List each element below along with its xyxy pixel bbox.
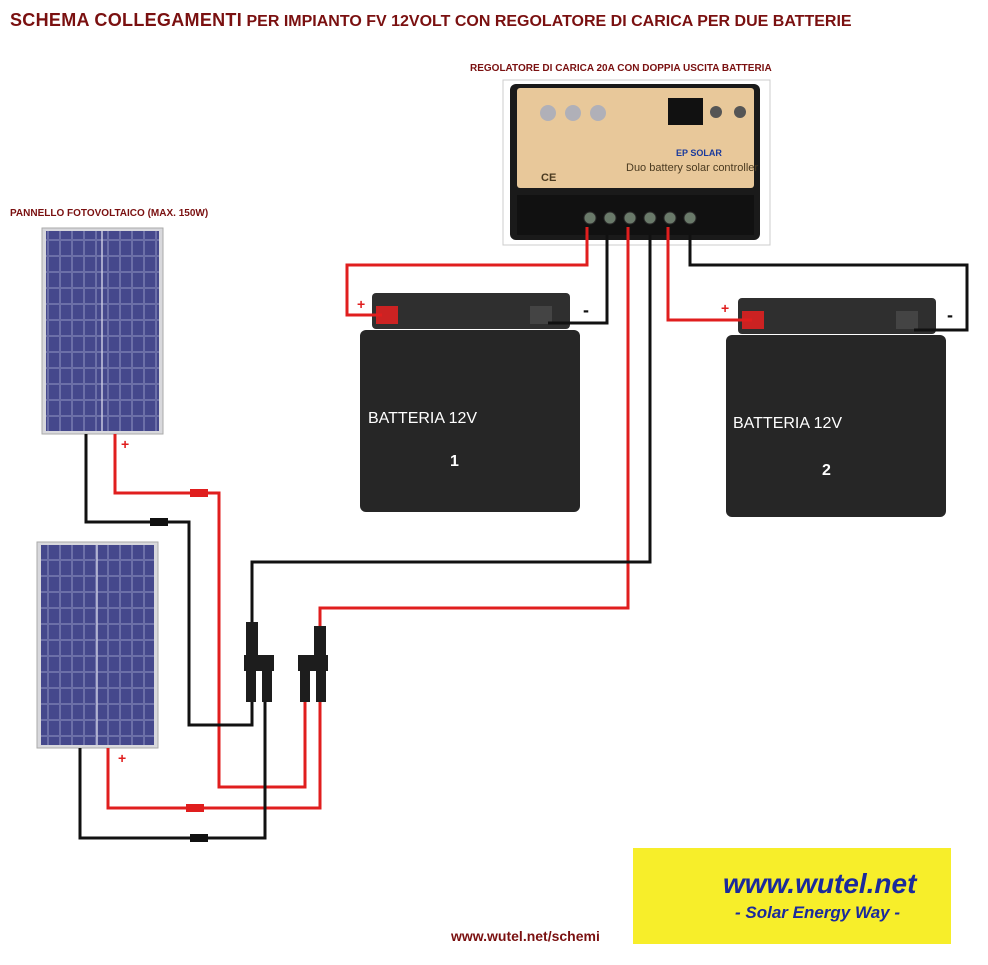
battery-1-number: 1 — [450, 453, 459, 470]
panel-1-plus: + — [121, 436, 130, 452]
title-part1: SCHEMA COLLEGAMENTI — [10, 10, 243, 30]
ep-solar-logo: EP SOLAR — [676, 148, 722, 158]
title-part2: PER IMPIANTO FV 12VOLT CON REGOLATORE DI… — [246, 13, 852, 30]
solar-panel-1 — [41, 227, 164, 435]
mc4-branch-connectors — [244, 622, 328, 702]
panel-wiring — [78, 227, 652, 840]
mc4-inline-connectors — [150, 489, 208, 842]
battery-2 — [726, 298, 946, 517]
battery-wiring — [345, 227, 969, 332]
panel-2-plus: + — [118, 750, 127, 766]
controller-ce-mark: CE — [541, 172, 557, 184]
controller-device-text: Duo battery solar controller — [626, 162, 759, 174]
battery-2-name: BATTERIA 12V — [733, 415, 843, 432]
logo-tagline: - Solar Energy Way - — [735, 903, 901, 922]
diagram-title: SCHEMA COLLEGAMENTI PER IMPIANTO FV 12VO… — [10, 10, 852, 31]
battery-1-minus: - — [583, 300, 589, 320]
battery-2-minus: - — [947, 305, 953, 325]
charge-controller — [502, 79, 771, 246]
panel-label: PANNELLO FOTOVOLTAICO (MAX. 150W) — [10, 208, 209, 219]
battery-2-plus: + — [721, 300, 730, 316]
controller-label: REGOLATORE DI CARICA 20A CON DOPPIA USCI… — [470, 63, 772, 74]
logo-url: www.wutel.net — [723, 868, 917, 899]
wutel-logo[interactable]: www.wutel.net - Solar Energy Way - — [633, 848, 951, 944]
battery-1-name: BATTERIA 12V — [368, 410, 478, 427]
solar-panel-2 — [36, 541, 159, 749]
footer-link[interactable]: www.wutel.net/schemi — [451, 928, 600, 944]
battery-2-number: 2 — [822, 462, 831, 479]
battery-1-plus: + — [357, 296, 366, 312]
battery-1 — [360, 293, 580, 512]
